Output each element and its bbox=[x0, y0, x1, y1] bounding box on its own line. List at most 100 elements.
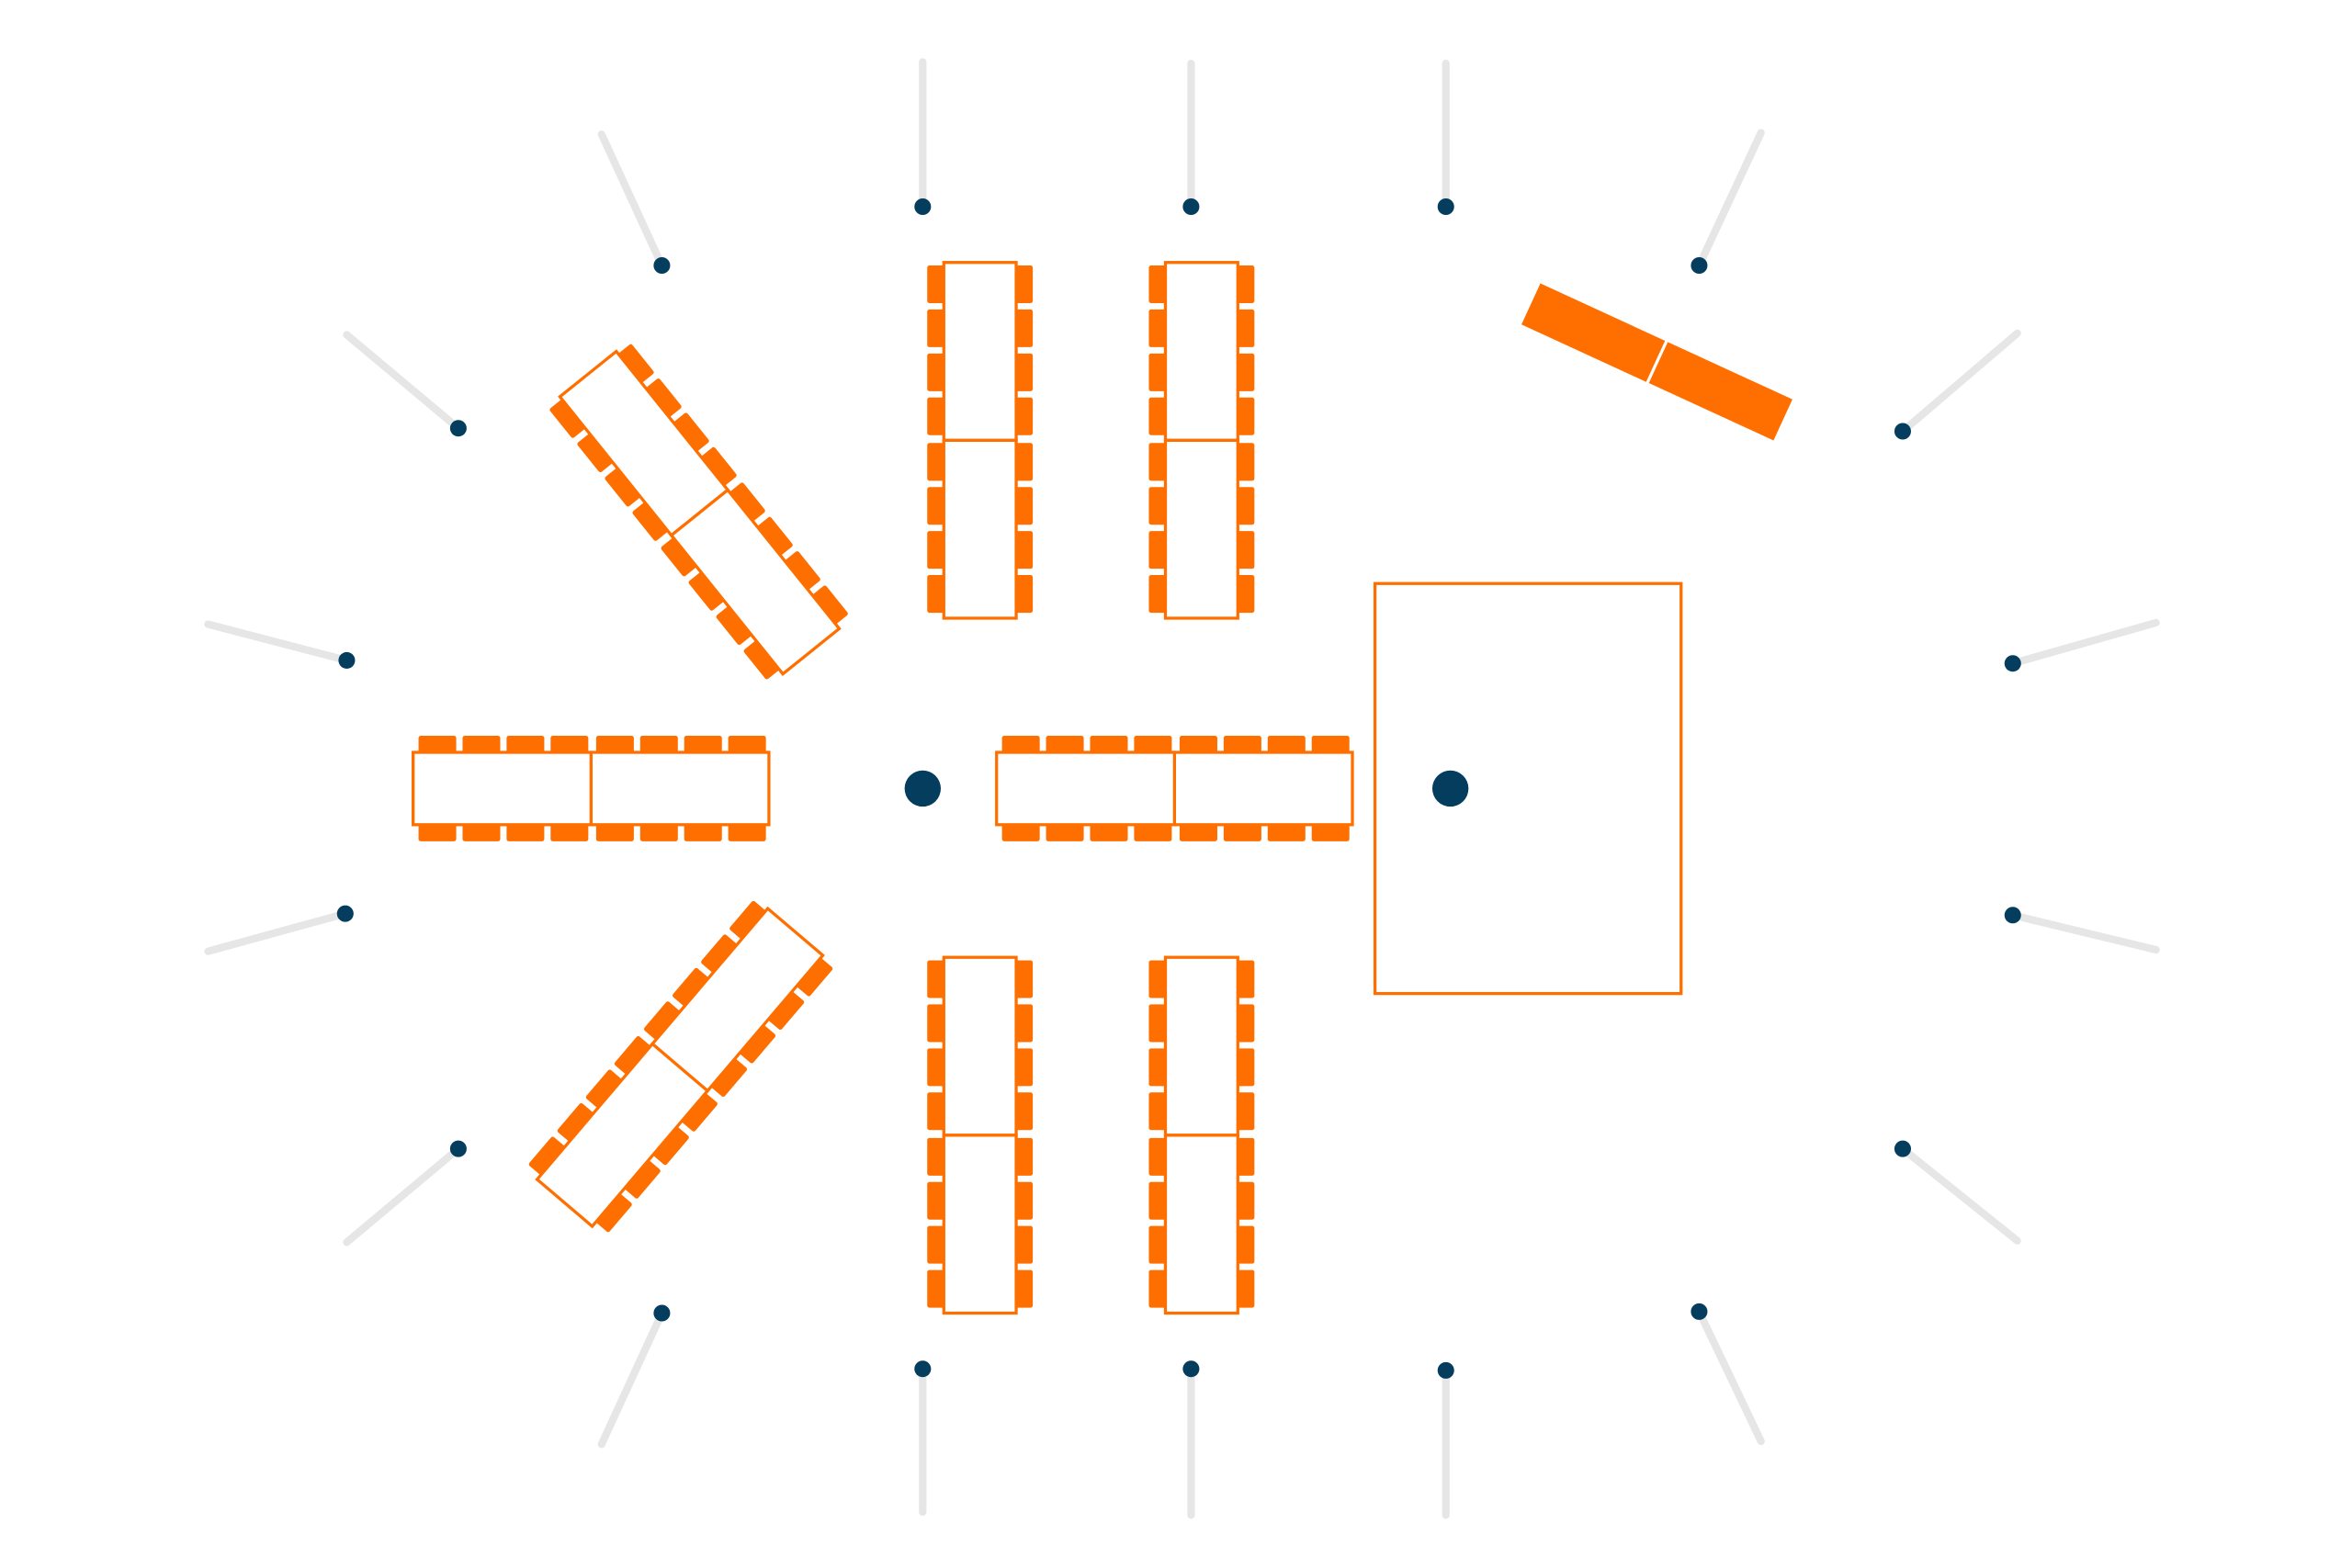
chair[interactable] bbox=[927, 353, 945, 391]
chair[interactable] bbox=[1134, 823, 1172, 841]
chair[interactable] bbox=[639, 823, 678, 841]
chair[interactable] bbox=[1236, 1092, 1255, 1131]
chair[interactable] bbox=[729, 900, 767, 941]
chair[interactable] bbox=[1148, 443, 1168, 481]
position-marker[interactable] bbox=[449, 420, 467, 437]
chair[interactable] bbox=[1236, 531, 1255, 570]
chair[interactable] bbox=[1148, 397, 1168, 435]
stage-area[interactable] bbox=[1373, 581, 1683, 996]
double-table-group[interactable] bbox=[412, 735, 771, 841]
chair[interactable] bbox=[1014, 309, 1034, 347]
chair[interactable] bbox=[623, 1159, 662, 1200]
table[interactable] bbox=[535, 1042, 710, 1229]
chair[interactable] bbox=[1014, 487, 1034, 525]
chair[interactable] bbox=[528, 1136, 567, 1177]
chair[interactable] bbox=[1014, 1269, 1034, 1308]
chair[interactable] bbox=[585, 1069, 624, 1110]
chair[interactable] bbox=[927, 1092, 945, 1131]
chair[interactable] bbox=[1148, 353, 1168, 391]
chair[interactable] bbox=[462, 735, 501, 754]
chair[interactable] bbox=[1148, 575, 1168, 614]
chair[interactable] bbox=[1311, 735, 1350, 754]
chair[interactable] bbox=[1223, 735, 1261, 754]
chair[interactable] bbox=[1090, 735, 1128, 754]
chair[interactable] bbox=[1148, 1048, 1168, 1087]
position-marker[interactable] bbox=[1182, 197, 1200, 216]
chair[interactable] bbox=[729, 481, 766, 522]
chair[interactable] bbox=[743, 639, 781, 680]
double-table-group[interactable] bbox=[927, 955, 1034, 1315]
position-marker[interactable] bbox=[914, 1360, 932, 1378]
table[interactable] bbox=[942, 261, 1018, 442]
chair[interactable] bbox=[739, 1023, 777, 1064]
chair[interactable] bbox=[1236, 1225, 1255, 1264]
chair[interactable] bbox=[1148, 1092, 1168, 1131]
chair[interactable] bbox=[595, 823, 634, 841]
chair[interactable] bbox=[1179, 735, 1217, 754]
chair[interactable] bbox=[927, 1137, 945, 1176]
chair[interactable] bbox=[576, 433, 614, 473]
chair[interactable] bbox=[506, 823, 545, 841]
chair[interactable] bbox=[1014, 575, 1034, 614]
chair[interactable] bbox=[550, 823, 589, 841]
chair[interactable] bbox=[462, 823, 501, 841]
chair[interactable] bbox=[604, 467, 641, 507]
table[interactable] bbox=[942, 1134, 1018, 1315]
table[interactable] bbox=[1163, 261, 1239, 442]
chair[interactable] bbox=[1014, 1092, 1034, 1131]
chair[interactable] bbox=[684, 735, 722, 754]
chair[interactable] bbox=[1236, 397, 1255, 435]
center-marker[interactable] bbox=[904, 770, 941, 807]
chair[interactable] bbox=[1267, 823, 1306, 841]
chair[interactable] bbox=[1046, 735, 1084, 754]
chair[interactable] bbox=[1148, 1269, 1168, 1308]
double-table-group[interactable] bbox=[525, 897, 835, 1236]
chair[interactable] bbox=[1014, 1004, 1034, 1043]
chair[interactable] bbox=[673, 412, 710, 452]
chair[interactable] bbox=[767, 990, 806, 1031]
position-marker[interactable] bbox=[2004, 907, 2021, 924]
chair[interactable] bbox=[1236, 1004, 1255, 1043]
table[interactable] bbox=[1163, 1134, 1239, 1315]
chair[interactable] bbox=[1236, 309, 1255, 347]
chair[interactable] bbox=[927, 1269, 945, 1308]
chair[interactable] bbox=[1179, 823, 1217, 841]
chair[interactable] bbox=[796, 957, 834, 998]
chair[interactable] bbox=[927, 1048, 945, 1087]
table[interactable] bbox=[1163, 955, 1239, 1137]
chair[interactable] bbox=[709, 1057, 748, 1098]
chair[interactable] bbox=[700, 446, 738, 487]
chair[interactable] bbox=[595, 735, 634, 754]
position-marker[interactable] bbox=[914, 197, 932, 216]
chair[interactable] bbox=[506, 735, 545, 754]
position-marker[interactable] bbox=[336, 905, 354, 922]
chair[interactable] bbox=[617, 344, 655, 384]
chair[interactable] bbox=[1223, 823, 1261, 841]
chair[interactable] bbox=[1014, 265, 1034, 304]
chair[interactable] bbox=[557, 1102, 595, 1143]
chair[interactable] bbox=[1236, 1269, 1255, 1308]
chair[interactable] bbox=[1148, 309, 1168, 347]
table[interactable] bbox=[1163, 438, 1239, 620]
chair[interactable] bbox=[631, 501, 669, 541]
table[interactable] bbox=[412, 750, 593, 827]
chair[interactable] bbox=[1236, 575, 1255, 614]
chair[interactable] bbox=[1148, 1225, 1168, 1264]
position-marker[interactable] bbox=[653, 1304, 671, 1322]
table[interactable] bbox=[995, 750, 1176, 827]
table[interactable] bbox=[942, 955, 1018, 1137]
chair[interactable] bbox=[1311, 823, 1350, 841]
chair[interactable] bbox=[927, 1004, 945, 1043]
chair[interactable] bbox=[927, 1225, 945, 1264]
table[interactable] bbox=[669, 488, 842, 677]
chair[interactable] bbox=[1236, 1137, 1255, 1176]
reserved-bar[interactable] bbox=[1521, 283, 1792, 441]
position-marker[interactable] bbox=[1182, 1360, 1200, 1378]
chair[interactable] bbox=[418, 735, 457, 754]
chair[interactable] bbox=[1148, 487, 1168, 525]
double-table-group[interactable] bbox=[547, 341, 852, 684]
chair[interactable] bbox=[927, 309, 945, 347]
chair[interactable] bbox=[651, 1125, 690, 1166]
chair[interactable] bbox=[927, 575, 945, 614]
chair[interactable] bbox=[1014, 531, 1034, 570]
